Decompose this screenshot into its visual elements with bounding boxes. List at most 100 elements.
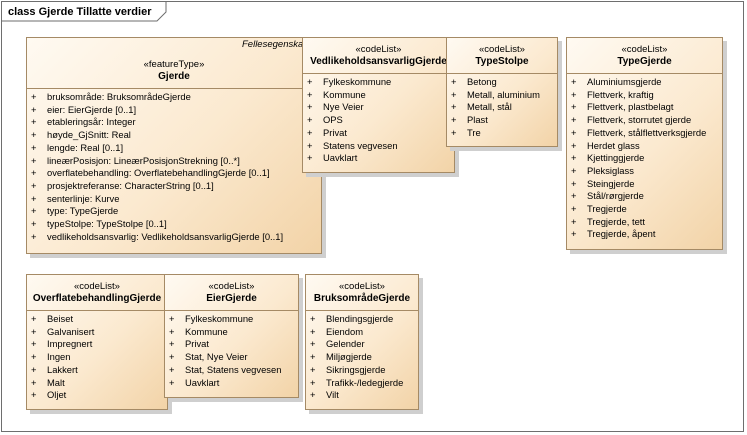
attribute-text: Uavklart	[185, 376, 220, 388]
visibility-marker: +	[571, 164, 577, 176]
visibility-marker: +	[571, 88, 577, 100]
visibility-marker: +	[307, 76, 313, 87]
visibility-marker: +	[571, 177, 577, 189]
attribute-text: Herdet glass	[587, 139, 640, 151]
visibility-marker: +	[31, 338, 37, 350]
visibility-marker: +	[169, 376, 175, 388]
attribute-text: overflatebehandling: Overflatebehandling…	[47, 167, 270, 179]
visibility-marker: +	[310, 363, 316, 375]
visibility-marker: +	[31, 205, 37, 217]
attribute-list: +Betong+Metall, aluminium+Metall, stål+P…	[447, 74, 557, 140]
visibility-marker: +	[571, 190, 577, 202]
attribute-row: +Pleksiglass	[571, 165, 722, 178]
attribute-row: + Nye Veier	[307, 101, 454, 114]
attribute-text: Kjettinggjerde	[587, 152, 645, 164]
visibility-marker: +	[307, 101, 313, 113]
package-label: Fellesegenskaper	[242, 39, 317, 50]
attribute-row: + Impregnert	[31, 338, 167, 351]
attribute-text: lengde: Real [0..1]	[47, 141, 124, 153]
attribute-text: Malt	[47, 376, 65, 388]
class-name: BruksområdeGjerde	[313, 293, 411, 304]
visibility-marker: +	[571, 126, 577, 138]
attribute-text: Aluminiumsgjerde	[587, 76, 662, 87]
class-overflatebehandling-gjerde[interactable]: «codeList» OverflatebehandlingGjerde +Be…	[26, 274, 168, 410]
attribute-row: +Flettverk, plastbelagt	[571, 101, 722, 114]
attribute-row: + Tregjerde	[571, 203, 722, 216]
visibility-marker: +	[310, 338, 316, 350]
class-name: TypeStolpe	[475, 56, 529, 67]
visibility-marker: +	[31, 129, 37, 141]
stereotype-label: «codeList»	[208, 281, 255, 292]
attribute-row: + Kjettinggjerde	[571, 152, 722, 165]
attribute-row: +Plast	[451, 114, 557, 127]
attribute-row: +Privat	[169, 338, 298, 351]
attribute-row: +Kommune	[307, 89, 454, 102]
attribute-text: Fylkeskommune	[185, 313, 254, 324]
visibility-marker: +	[310, 376, 316, 388]
visibility-marker: +	[571, 152, 577, 164]
stereotype-label: «codeList»	[621, 44, 668, 55]
visibility-marker: +	[307, 114, 313, 126]
attribute-row: +Blendingsgjerde	[310, 313, 418, 326]
attribute-text: Stat, Nye Veier	[185, 351, 248, 363]
attribute-row: +Privat	[307, 127, 454, 140]
visibility-marker: +	[31, 179, 37, 191]
visibility-marker: +	[571, 203, 577, 215]
attribute-row: + Herdet glass	[571, 140, 722, 153]
visibility-marker: +	[31, 141, 37, 153]
attribute-text: Impregnert	[47, 338, 93, 350]
class-bruksomrade-gjerde[interactable]: «codeList» BruksområdeGjerde +Blendingsg…	[305, 274, 419, 410]
attribute-row: +senterlinje: Kurve	[31, 193, 321, 206]
visibility-marker: +	[169, 325, 175, 337]
attribute-row: +Sikringsgjerde	[310, 364, 418, 377]
visibility-marker: +	[169, 363, 175, 375]
attribute-list: +Fylkeskommune+Kommune+Privat+Stat, Nye …	[165, 311, 298, 389]
class-name: OverflatebehandlingGjerde	[32, 293, 162, 304]
attribute-row: + Vilt	[310, 389, 418, 402]
attribute-row: +Statens vegvesen	[307, 140, 454, 153]
attribute-text: Flettverk, storrutet gjerde	[587, 114, 692, 126]
attribute-row: +Stål/rørgjerde	[571, 190, 722, 203]
class-vedlikeholdsansvarlig-gjerde[interactable]: «codeList» VedlikeholdsansvarligGjerde +…	[302, 37, 455, 173]
visibility-marker: +	[310, 389, 316, 401]
attribute-text: Vilt	[326, 389, 339, 401]
class-gjerde[interactable]: Fellesegenskaper «featureType» Gjerde +b…	[26, 37, 322, 254]
attribute-text: Stat, Statens vegvesen	[185, 363, 282, 375]
class-name: EierGjerde	[206, 293, 257, 304]
attribute-row: +Tre	[451, 127, 557, 140]
attribute-row: +Gelender	[310, 338, 418, 351]
attribute-row: +Beiset	[31, 313, 167, 326]
class-type-stolpe[interactable]: «codeList» TypeStolpe +Betong+Metall, al…	[446, 37, 558, 147]
attribute-text: Tre	[467, 126, 481, 138]
attribute-row: + Uavklart	[169, 377, 298, 390]
class-eier-gjerde[interactable]: «codeList» EierGjerde + Fylkeskommune +Kom…	[164, 274, 299, 398]
visibility-marker: +	[31, 376, 37, 388]
visibility-marker: +	[571, 228, 577, 240]
attribute-text: Nye Veier	[323, 101, 364, 113]
attribute-row: + Malt	[31, 377, 167, 390]
attribute-text: Tregjerde	[587, 203, 627, 215]
visibility-marker: +	[571, 139, 577, 151]
class-header: «codeList» TypeGjerde	[567, 38, 722, 74]
attribute-row: +Ingen	[31, 351, 167, 364]
attribute-text: Flettverk, stålflettverksgjerde	[587, 126, 707, 138]
visibility-marker: +	[31, 218, 37, 230]
attribute-text: OPS	[323, 114, 343, 126]
class-header: «codeList» BruksområdeGjerde	[306, 275, 418, 311]
visibility-marker: +	[307, 88, 313, 100]
stereotype-label: «codeList»	[74, 281, 120, 292]
class-name: Gjerde	[158, 71, 190, 82]
class-name: TypeGjerde	[617, 56, 672, 67]
visibility-marker: +	[571, 76, 577, 87]
visibility-marker: +	[307, 139, 313, 151]
attribute-text: eier: EierGjerde [0..1]	[47, 103, 137, 115]
attribute-row: +Kommune	[169, 326, 298, 339]
class-type-gjerde[interactable]: «codeList» TypeGjerde + Aluminiumsgjerde +…	[566, 37, 723, 250]
attribute-row: +høyde_GjSnitt: Real	[31, 129, 321, 142]
visibility-marker: +	[31, 351, 37, 363]
visibility-marker: +	[31, 154, 37, 166]
class-name: VedlikeholdsansvarligGjerde	[310, 56, 447, 67]
attribute-list: +Blendingsgjerde+Eiendom+Gelender+Miljøg…	[306, 311, 418, 402]
stereotype-label: «featureType»	[143, 59, 205, 70]
